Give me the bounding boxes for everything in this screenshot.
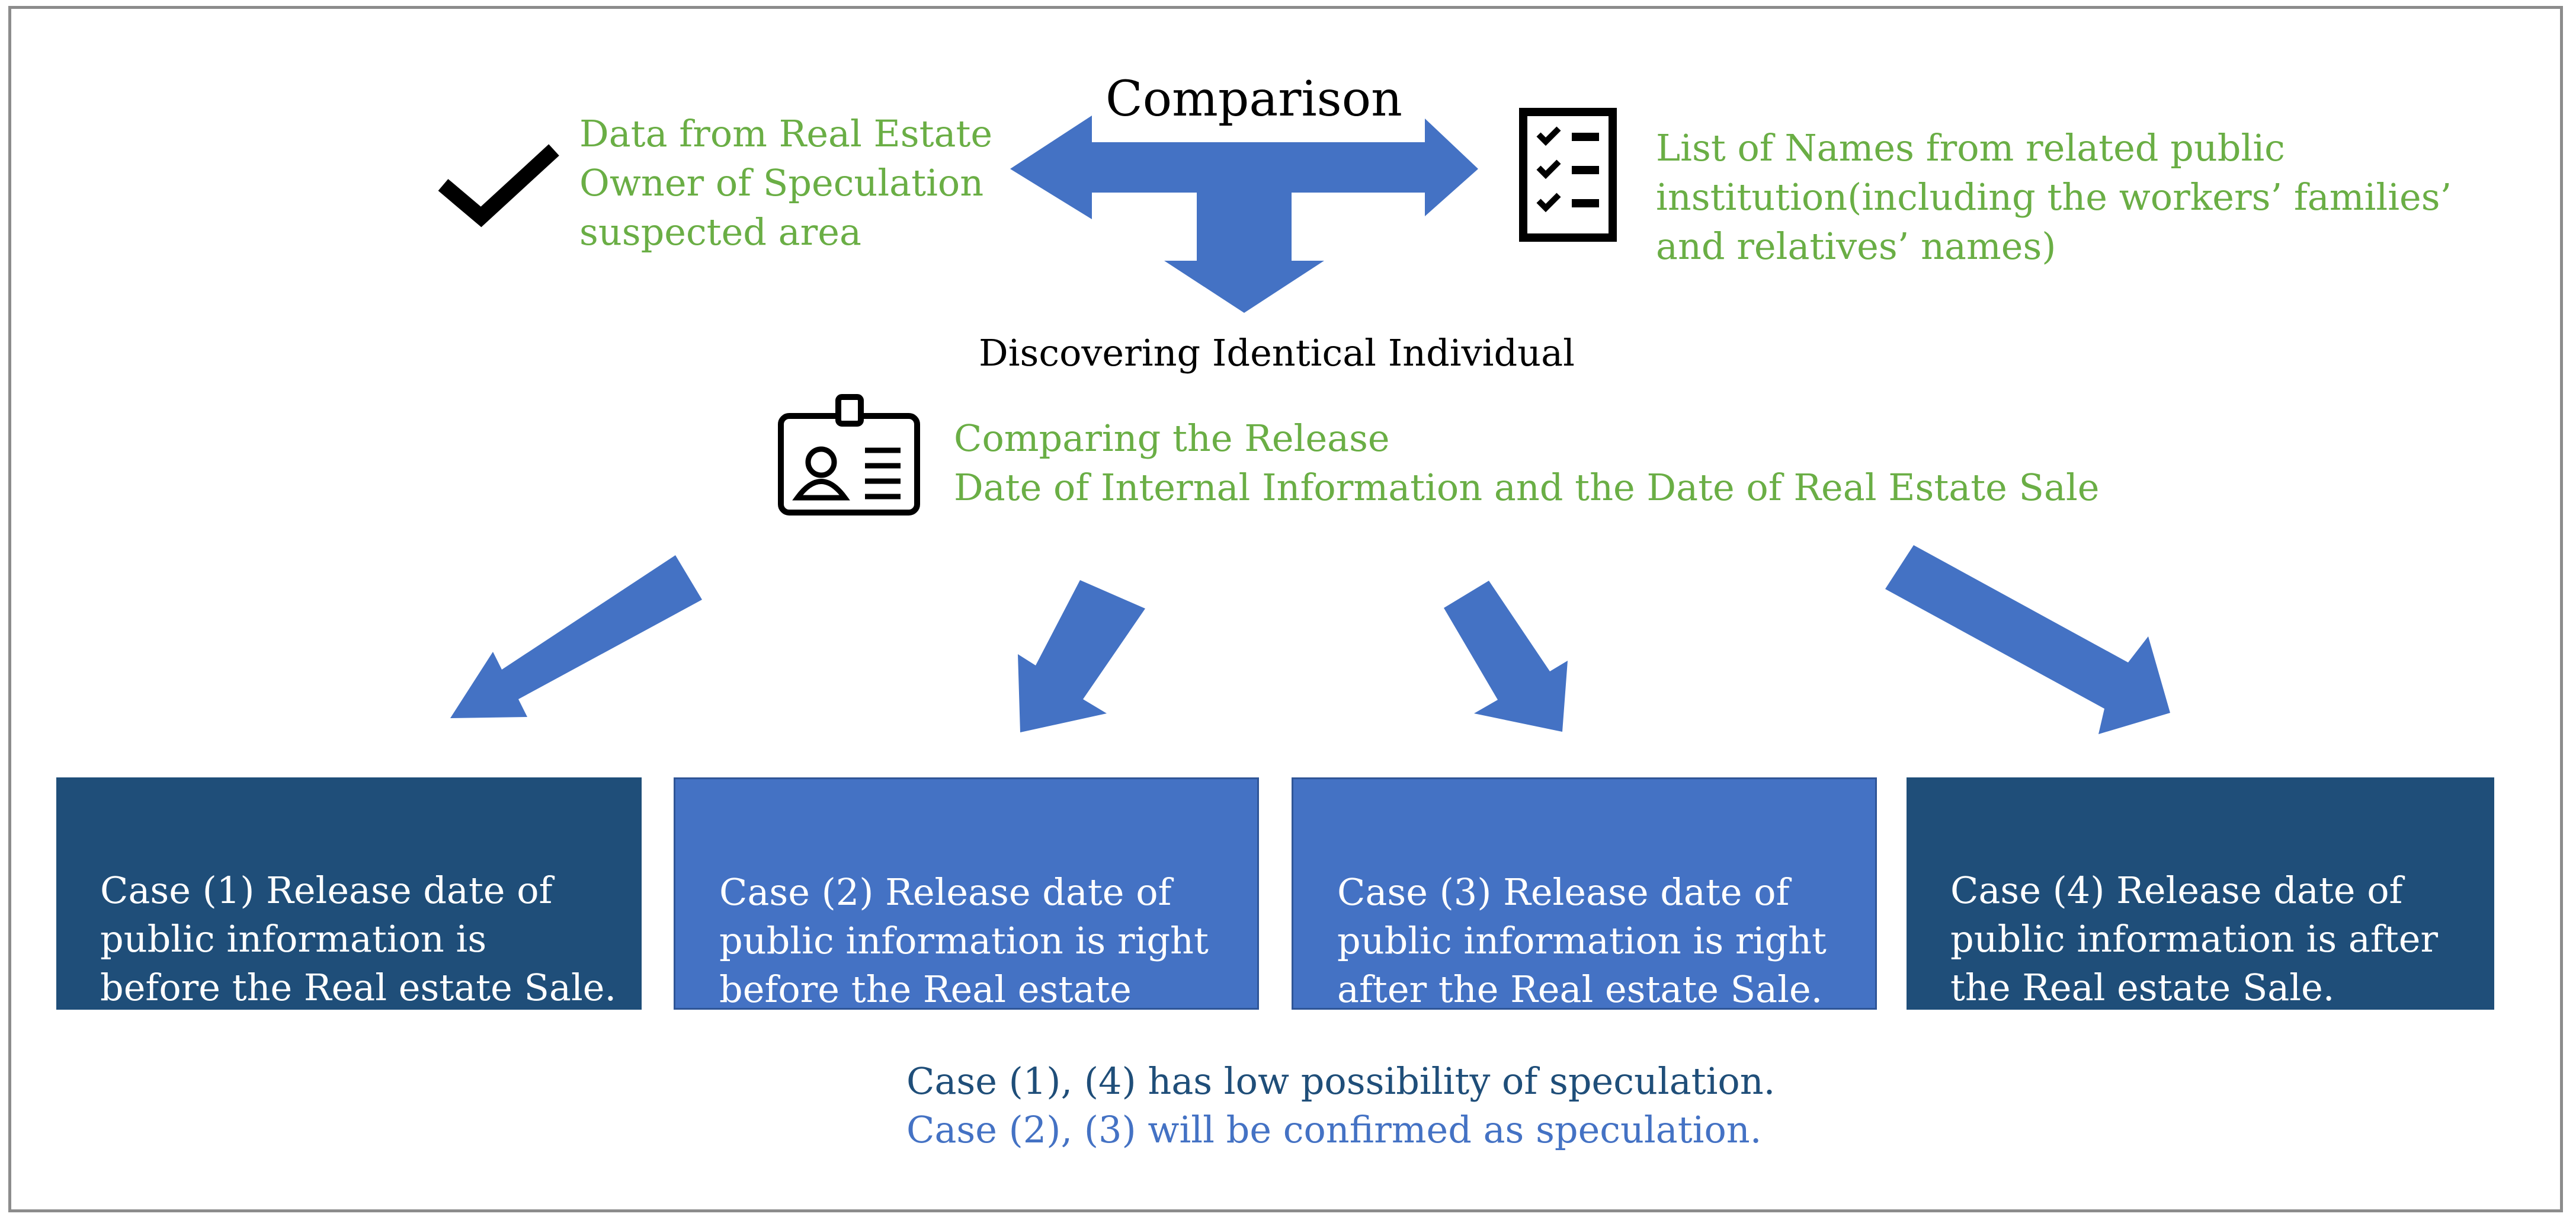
id-card-icon bbox=[778, 394, 920, 516]
checklist-icon bbox=[1519, 108, 1617, 242]
note-confirmed-speculation: Case (2), (3) will be confirmed as specu… bbox=[906, 1108, 1762, 1151]
comparison-arrow bbox=[1010, 116, 1478, 313]
discover-label: Discovering Identical Individual bbox=[979, 331, 1575, 374]
source-left-text: Data from Real Estate Owner of Speculati… bbox=[579, 112, 993, 254]
case-1-box: Case (1) Release date of public informat… bbox=[56, 777, 642, 1010]
case-4-box: Case (4) Release date of public informat… bbox=[1907, 777, 2494, 1010]
arrow-to-case-4 bbox=[1885, 545, 2170, 734]
note-low-possibility: Case (1), (4) has low possibility of spe… bbox=[906, 1059, 1776, 1103]
arrow-to-case-1 bbox=[450, 555, 702, 718]
case-2-text: Case (2) Release date of public informat… bbox=[719, 870, 1209, 1059]
case-3-box: Case (3) Release date of public informat… bbox=[1292, 777, 1877, 1011]
diagram-frame bbox=[8, 6, 2563, 1212]
case-1-text: Case (1) Release date of public informat… bbox=[100, 869, 617, 1009]
case-3-text: Case (3) Release date of public informat… bbox=[1337, 870, 1827, 1011]
source-right-text: List of Names from related public instit… bbox=[1656, 126, 2452, 268]
case-2-box: Case (2) Release date of public informat… bbox=[674, 777, 1259, 1059]
arrow-to-case-3 bbox=[1444, 581, 1568, 732]
check-icon bbox=[438, 144, 559, 228]
diagram-title: Comparison bbox=[1106, 71, 1402, 127]
case-4-text: Case (4) Release date of public informat… bbox=[1950, 869, 2439, 1009]
arrow-to-case-2 bbox=[1018, 580, 1145, 732]
compare-label: Comparing the Release Date of Internal I… bbox=[954, 417, 2100, 509]
